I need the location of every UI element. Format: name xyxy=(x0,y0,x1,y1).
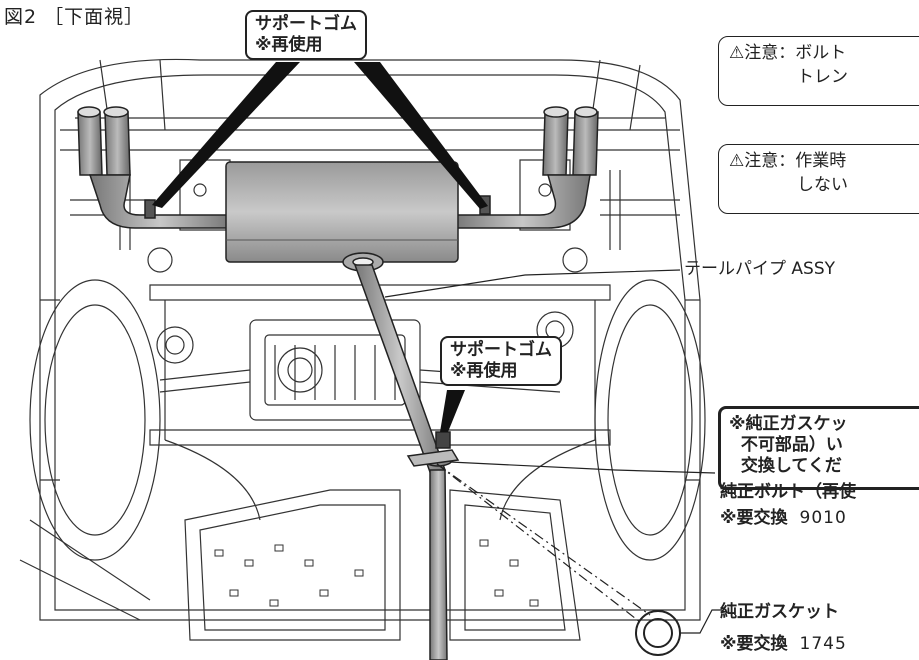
bolt-replace-note: ※要交換 9010 xyxy=(720,506,847,530)
callout-note: ※再使用 xyxy=(450,361,518,381)
genuine-bolt-label: 純正ボルト（再使 xyxy=(720,482,856,502)
caution-box-bolt: ⚠注意：ボルト トレン xyxy=(718,36,919,106)
support-rubber-callout-middle: サポートゴム ※再使用 xyxy=(440,336,562,386)
callout-title: サポートゴム xyxy=(255,14,357,34)
callout-title: サポートゴム xyxy=(450,340,552,360)
replace-required-text: ※要交換 xyxy=(720,508,788,528)
genuine-gasket-label: 純正ガスケット xyxy=(720,602,839,622)
figure-title: 図2 ［下面視］ xyxy=(4,6,145,28)
bolt-part-number: 9010 xyxy=(799,508,847,528)
support-rubber-callout-top: サポートゴム ※再使用 xyxy=(245,10,367,60)
gasket-note-box: ※純正ガスケッ 不可部品）い 交換してくだ xyxy=(718,406,919,490)
replace-required-text: ※要交換 xyxy=(720,634,788,654)
caution-box-work: ⚠注意：作業時 しない xyxy=(718,144,919,214)
callout-note: ※再使用 xyxy=(255,35,323,55)
tailpipe-assy-label: テールパイプ ASSY xyxy=(684,259,835,279)
gasket-replace-note: ※要交換 1745 xyxy=(720,632,847,656)
gasket-part-number: 1745 xyxy=(799,634,847,654)
